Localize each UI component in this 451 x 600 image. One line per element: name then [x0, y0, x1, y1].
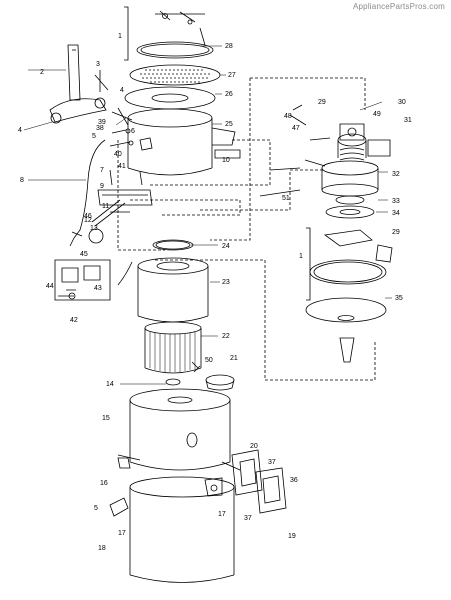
- callout: 18: [98, 545, 106, 552]
- callout: 4: [18, 127, 22, 134]
- top-bracket-assembly: [124, 6, 206, 61]
- inlet-gaskets-19-20: [231, 449, 287, 514]
- callout: 32: [392, 171, 400, 178]
- fitting-14: [165, 378, 181, 386]
- wall-plate-10: [214, 149, 241, 159]
- callout: 25: [225, 121, 233, 128]
- callout: 11: [102, 203, 109, 210]
- callout: 44: [46, 283, 54, 290]
- dirt-canister-15: [117, 388, 241, 471]
- callout: 37: [244, 515, 252, 522]
- callout: 42: [70, 317, 78, 324]
- callout: 29: [318, 99, 326, 106]
- callout: 46: [84, 213, 92, 220]
- ring-13: [88, 228, 104, 244]
- callout: 1: [118, 33, 122, 40]
- callout: 45: [80, 251, 88, 258]
- plug-21: [205, 374, 235, 391]
- callout: 5: [92, 133, 96, 140]
- motor-top-30: [337, 123, 367, 158]
- callout: 9: [100, 183, 104, 190]
- callout: 41: [118, 163, 126, 170]
- callout: 12: [84, 217, 92, 224]
- callout: 47: [292, 125, 300, 132]
- callout: 14: [106, 381, 114, 388]
- o-ring-24: [152, 239, 194, 251]
- gasket-ring-28: [136, 41, 214, 59]
- lid-26: [124, 86, 216, 110]
- upper-canister-25: [127, 108, 236, 176]
- callout: 37: [268, 459, 276, 466]
- callout: 24: [222, 243, 230, 250]
- latch-16: [117, 457, 131, 469]
- motor-mount-assembly-1: [306, 227, 393, 301]
- clip-5-17: [109, 477, 223, 517]
- hardware-38-41: [109, 128, 153, 151]
- callout: 28: [225, 43, 233, 50]
- collection-bin-18: [129, 476, 235, 583]
- callout: 39: [98, 119, 106, 126]
- watermark: AppliancePartsPros.com: [353, 2, 445, 11]
- wire-routing-lines: [117, 77, 376, 381]
- callout: 49: [373, 111, 381, 118]
- callout: 20: [250, 443, 258, 450]
- callout: 4: [120, 87, 124, 94]
- handle-assembly-2: [49, 44, 107, 124]
- filter-screen-27: [129, 64, 221, 86]
- switch-box-inset: [54, 259, 111, 301]
- leader-lines: [23, 45, 392, 385]
- callout: 51: [282, 195, 290, 202]
- cable-to-inset: [117, 261, 133, 286]
- motor-plate-35: [305, 259, 387, 363]
- foam-filter-23: [137, 257, 209, 323]
- hardware-50: [191, 361, 201, 373]
- callout: 22: [222, 333, 230, 340]
- callout: 26: [225, 91, 233, 98]
- callout: 17: [118, 530, 126, 537]
- callout: 35: [395, 295, 403, 302]
- callout: 36: [290, 477, 298, 484]
- callout: 15: [102, 415, 110, 422]
- callout: 23: [222, 279, 230, 286]
- callout: 30: [398, 99, 406, 106]
- callout: 8: [20, 177, 24, 184]
- hardware-3-4: [94, 70, 133, 126]
- callout: 7: [100, 167, 104, 174]
- callout: 33: [392, 198, 400, 205]
- cord-assembly-8: [69, 139, 106, 247]
- callout: 6: [131, 128, 135, 135]
- callout: 16: [100, 480, 108, 487]
- motor-coil: [339, 147, 365, 161]
- callout: 31: [404, 117, 412, 124]
- callout: 43: [94, 285, 102, 292]
- callout: 1: [299, 253, 303, 260]
- callout: 38: [96, 125, 104, 132]
- switch-wiring-9: [97, 169, 153, 213]
- callout: 13: [90, 225, 98, 232]
- callout: 34: [392, 210, 400, 217]
- callout: 5: [94, 505, 98, 512]
- cartridge-filter-22: [144, 321, 202, 374]
- callout: 48: [284, 113, 292, 120]
- callout: 2: [40, 69, 44, 76]
- callout: 10: [222, 157, 230, 164]
- wire-bundle-46: [91, 199, 126, 227]
- callout: 19: [288, 533, 296, 540]
- callout: 27: [228, 72, 236, 79]
- callout: 40: [114, 151, 122, 158]
- callout: 21: [230, 355, 238, 362]
- callout: 29: [392, 229, 400, 236]
- callout: 50: [205, 357, 213, 364]
- callout: 17: [218, 511, 226, 518]
- callout: 3: [96, 61, 100, 68]
- wiring-29-31: [259, 104, 331, 197]
- callout-labels: 1 1 2 3 4 4 5 5 6 7 8 9 10 11 12 13 14 1…: [18, 33, 412, 552]
- motor-fan-33-34: [325, 195, 375, 219]
